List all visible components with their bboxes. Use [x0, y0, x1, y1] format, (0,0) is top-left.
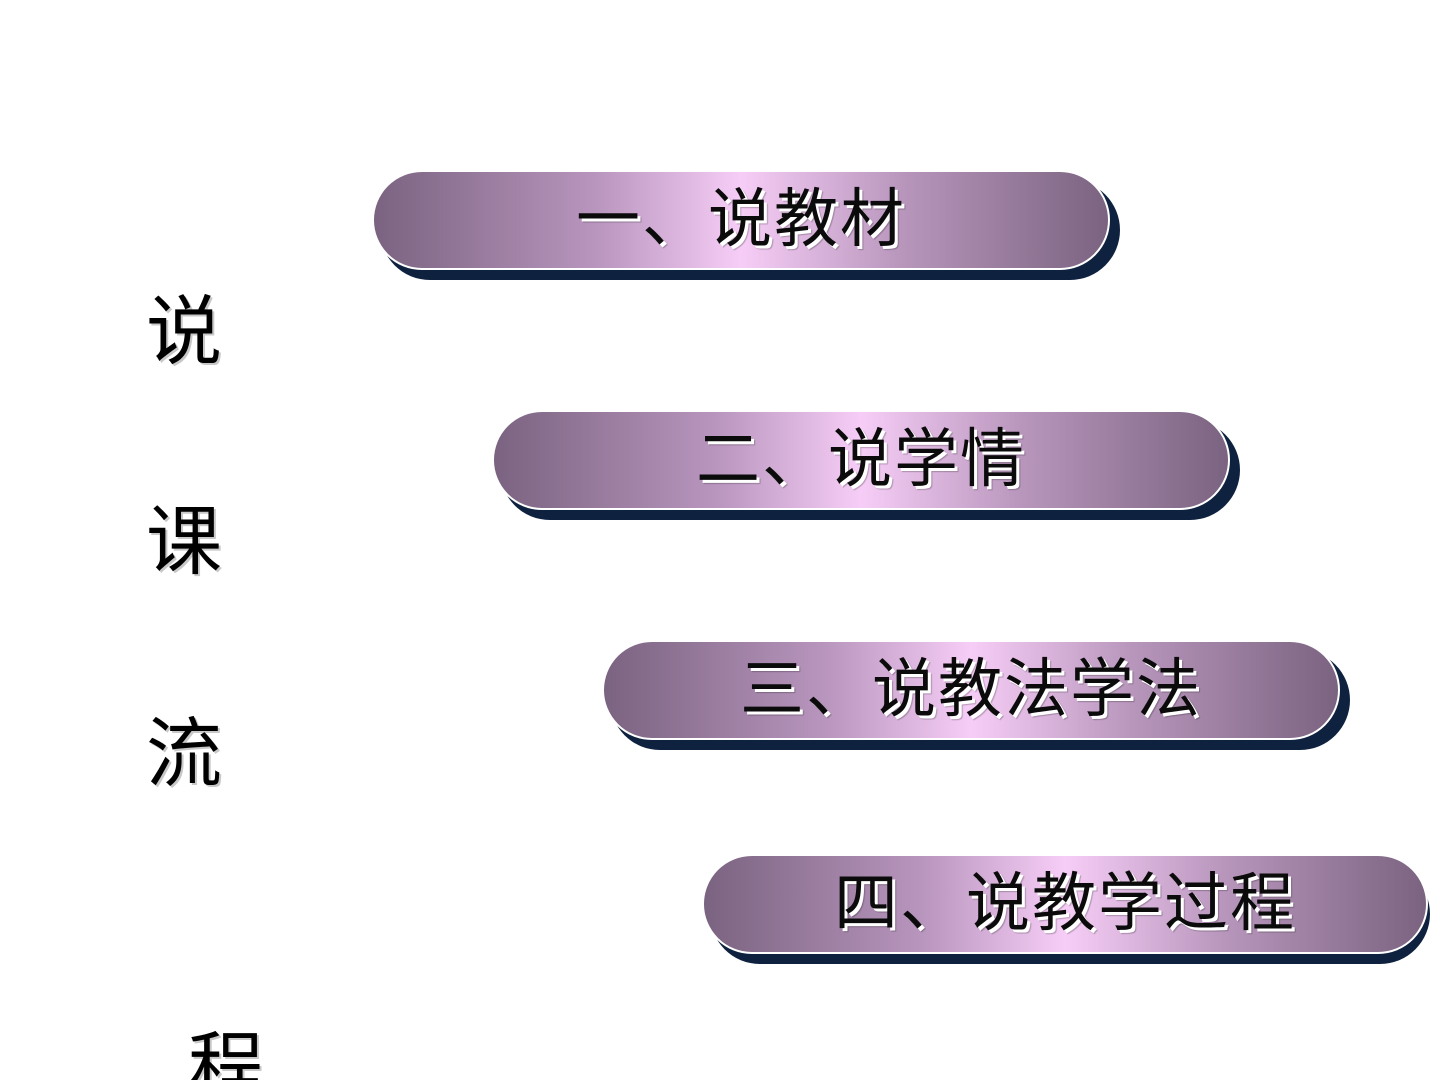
menu-button-textbook[interactable]: 一、说教材: [372, 170, 1110, 270]
menu-item-textbook[interactable]: 一、说教材: [372, 170, 1120, 280]
menu-button-teaching-methods[interactable]: 三、说教法学法: [602, 640, 1340, 740]
menu-item-label: 四、说教学过程: [834, 867, 1296, 941]
menu-item-label: 三、说教法学法: [740, 653, 1202, 727]
menu-item-label: 一、说教材: [576, 183, 906, 257]
menu-button-student-analysis[interactable]: 二、说学情: [492, 410, 1230, 510]
menu-item-student-analysis[interactable]: 二、说学情: [492, 410, 1240, 520]
side-title-char-1: 说: [146, 287, 222, 376]
menu-button-teaching-process[interactable]: 四、说教学过程: [702, 854, 1428, 954]
side-title-char-2: 课: [146, 497, 222, 586]
menu-item-teaching-process[interactable]: 四、说教学过程: [702, 854, 1430, 964]
side-title-char-3: 流: [146, 709, 222, 798]
menu-item-label: 二、说学情: [696, 423, 1026, 497]
side-title-char-4: 程: [188, 1023, 264, 1080]
menu-item-teaching-methods[interactable]: 三、说教法学法: [602, 640, 1350, 750]
